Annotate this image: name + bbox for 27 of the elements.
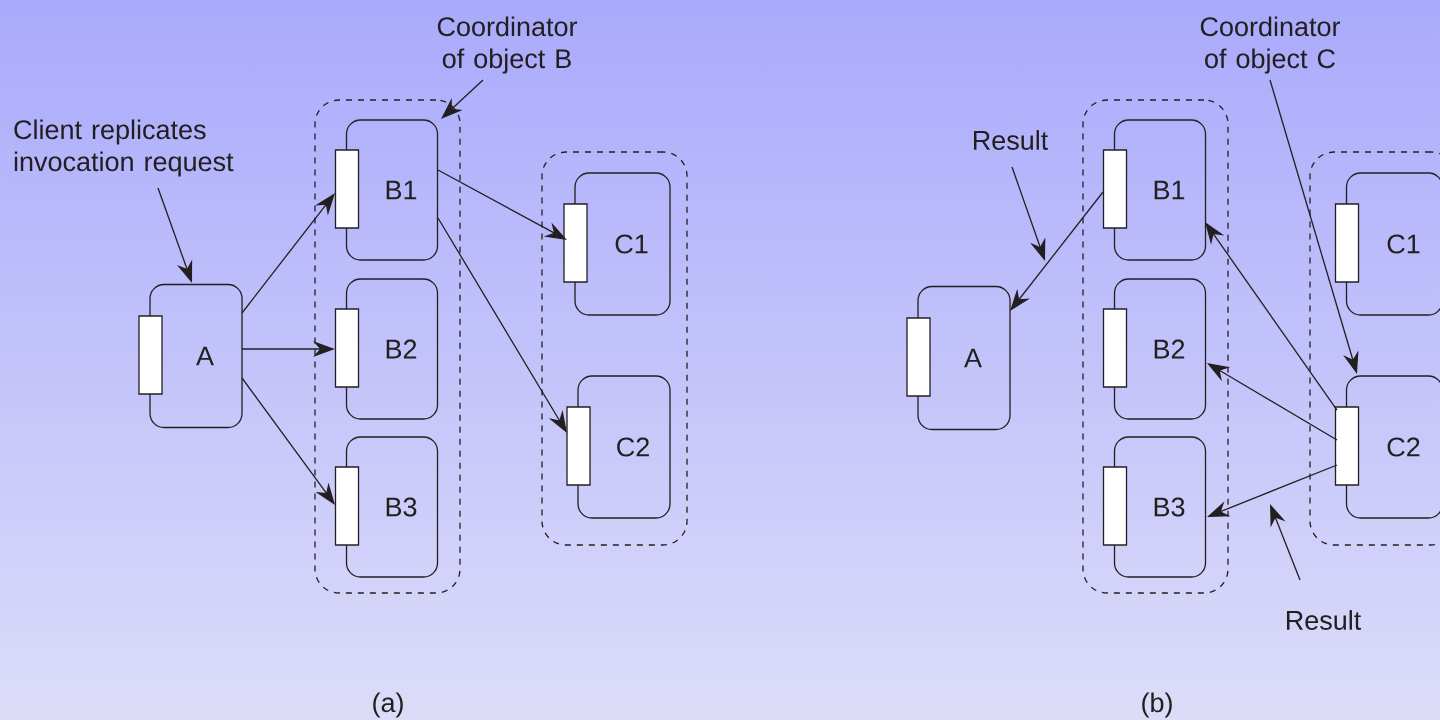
leader-line [441,79,484,119]
dashed-group-box [541,151,688,546]
replica-box: C1 [563,172,671,316]
dashed-group-box [1082,99,1229,594]
replica-box: B1 [334,119,439,261]
arrow [1010,191,1104,311]
replica-box: B2 [334,278,439,420]
panel-label: (b) [1142,692,1172,718]
replica-box: A [138,283,243,429]
panel-label: (a) [373,692,403,718]
arrow [241,377,335,505]
replica-box: B2 [1102,278,1207,420]
callout-text: Coordinator of object B [437,16,578,74]
replica-box: B3 [1102,436,1207,578]
callout-text: Result [973,130,1049,150]
replica-box: A [906,285,1011,431]
dashed-group-box [314,99,461,594]
arrow [241,193,335,314]
replica-box: B3 [334,436,439,578]
arrow [1205,222,1338,411]
callout-text: Result [1286,610,1362,630]
replica-box: B1 [1102,119,1207,261]
replica-box: C2 [566,375,671,519]
callout-text: Client replicates invocation request [14,119,234,177]
replica-box: C1 [1334,172,1440,316]
callout-text: Coordinator of object C [1200,16,1341,74]
replica-box: C2 [1334,375,1440,519]
